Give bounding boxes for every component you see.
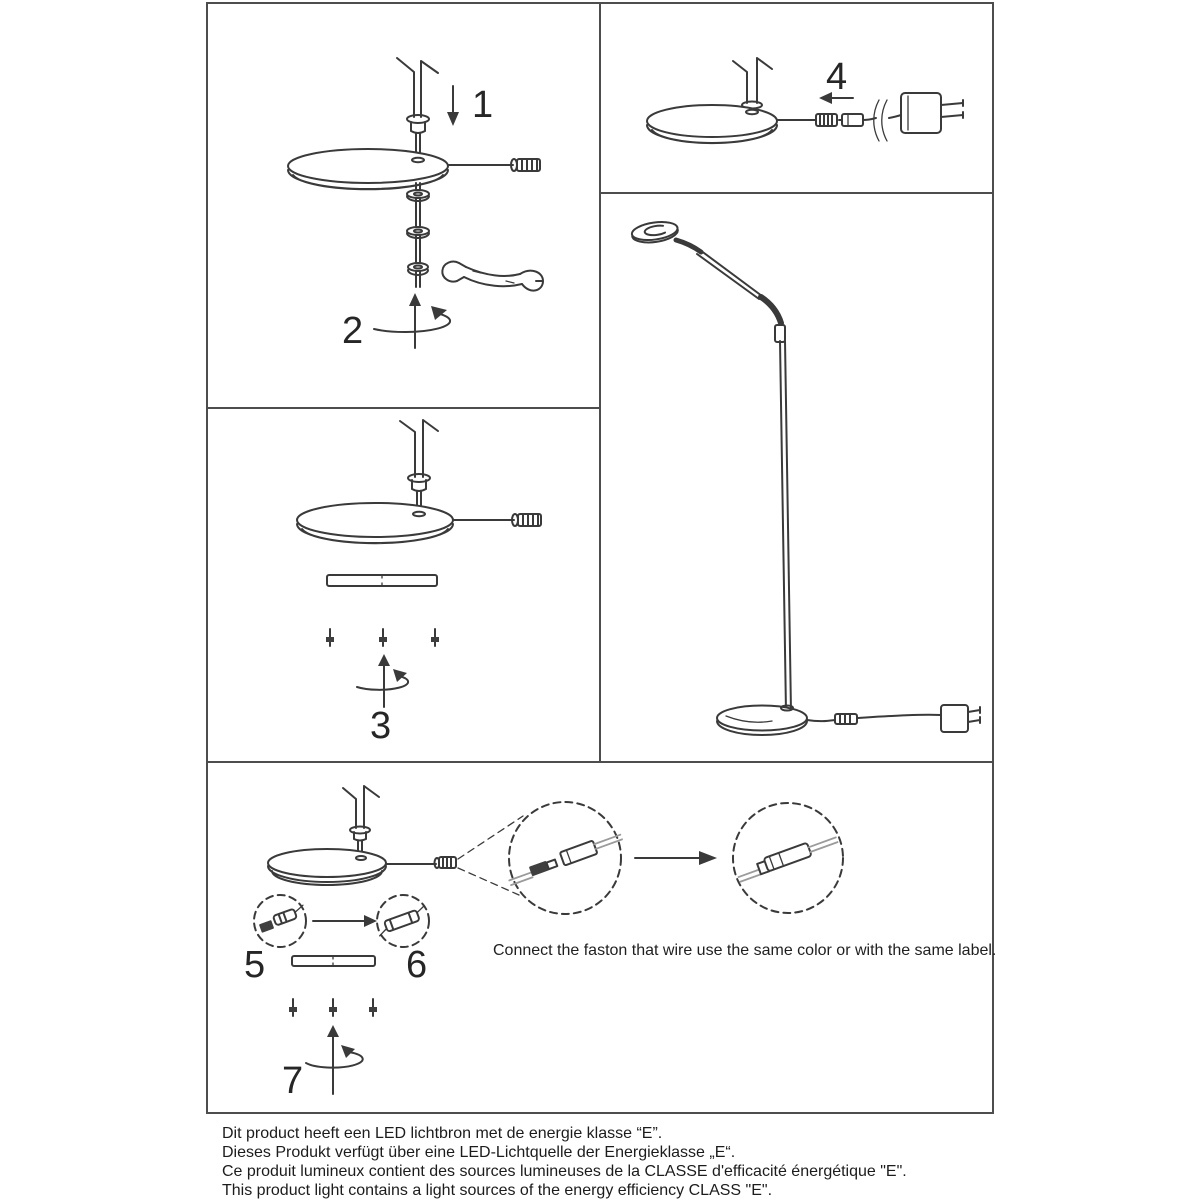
pole-stub-icon bbox=[732, 57, 773, 110]
assembled-floor-lamp-illustration bbox=[630, 221, 981, 736]
washers-icon bbox=[406, 189, 430, 276]
left-arrow-icon bbox=[819, 92, 854, 104]
lamp-base-icon bbox=[267, 848, 387, 886]
footer-line-fr: Ce produit lumineux contient des sources… bbox=[222, 1163, 907, 1180]
step-4-label: 4 bbox=[826, 56, 848, 98]
step-3-illustration bbox=[296, 419, 542, 708]
lamp-base-icon bbox=[287, 148, 449, 191]
wrench-icon bbox=[441, 260, 544, 292]
step-5-label: 5 bbox=[244, 944, 266, 986]
magnifier-leader-lines bbox=[457, 815, 524, 896]
footer-line-de: Dieses Produkt verfügt über eine LED-Lic… bbox=[222, 1144, 736, 1161]
step-2-label: 2 bbox=[342, 310, 364, 352]
footer-line-nl: Dit product heeft een LED lichtbron met … bbox=[222, 1125, 663, 1142]
right-arrow-icon bbox=[312, 915, 377, 927]
base-cable-connector-icon bbox=[452, 513, 542, 527]
rotate-arrow-icon bbox=[356, 654, 410, 708]
right-arrow-icon bbox=[634, 851, 717, 865]
screws-icon bbox=[326, 628, 439, 647]
faston-magnified-joined bbox=[732, 802, 844, 914]
lamp-base-icon bbox=[646, 104, 778, 145]
cable-plug-connectors-icon bbox=[776, 99, 902, 142]
step-7-label: 7 bbox=[282, 1060, 304, 1102]
base-cable-connector-icon bbox=[385, 856, 457, 869]
step-3-label: 3 bbox=[370, 705, 392, 747]
lamp-base-icon bbox=[716, 704, 808, 736]
cover-bar-icon bbox=[291, 955, 376, 967]
lamp-pole-icon bbox=[779, 340, 792, 713]
energy-class-footer: Dit product heeft een LED lichtbron met … bbox=[222, 1124, 907, 1200]
step-6-label: 6 bbox=[406, 944, 428, 986]
step-1-label: 1 bbox=[472, 84, 494, 126]
cable-adapter-icon bbox=[806, 704, 981, 733]
cover-bar-icon bbox=[326, 574, 438, 587]
panel-borders bbox=[206, 2, 994, 1114]
switch-icon bbox=[774, 324, 786, 343]
faston-detail-circle-5 bbox=[253, 894, 307, 948]
lamp-head-icon bbox=[630, 221, 679, 244]
pole-stub-icon bbox=[342, 785, 380, 859]
faston-connection-note: Connect the faston that wire use the sam… bbox=[493, 942, 997, 959]
pole-stub-icon bbox=[399, 419, 439, 515]
step-1-2-illustration bbox=[287, 57, 544, 349]
faston-detail-circle-6 bbox=[376, 894, 430, 948]
power-adapter-icon bbox=[900, 92, 964, 134]
step-4-illustration bbox=[646, 57, 964, 145]
pole-stub-icon bbox=[396, 57, 439, 159]
step-5-6-7-illustration bbox=[253, 785, 844, 1095]
base-cable-connector-icon bbox=[447, 158, 541, 172]
faston-magnified-apart bbox=[508, 801, 623, 915]
footer-line-en: This product light contains a light sour… bbox=[222, 1182, 773, 1199]
rotate-arrow-icon bbox=[305, 1025, 364, 1095]
rotate-arrow-icon bbox=[373, 293, 452, 349]
screws-icon bbox=[289, 998, 377, 1017]
lamp-arm-icon bbox=[673, 237, 784, 326]
down-arrow-icon bbox=[447, 85, 459, 126]
lamp-base-icon bbox=[296, 502, 454, 545]
